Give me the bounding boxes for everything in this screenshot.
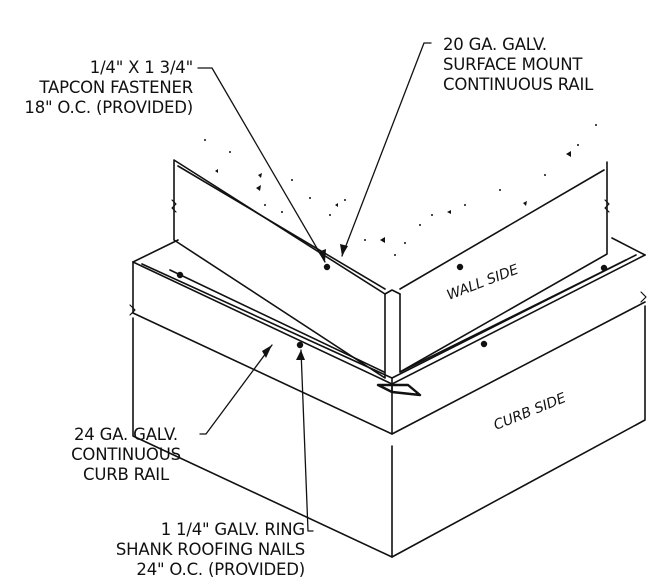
curb-side-label: CURB SIDE <box>492 390 569 434</box>
tapcon-line-1: 1/4" X 1 3/4" <box>89 58 193 77</box>
nails-leader <box>300 349 314 532</box>
curb-rail-leader <box>199 344 273 435</box>
nails-callout: 1 1/4" GALV. RING SHANK ROOFING NAILS 24… <box>116 520 305 580</box>
nails-line-1: 1 1/4" GALV. RING <box>160 520 305 539</box>
tapcon-line-2: TAPCON FASTENER <box>39 78 193 97</box>
nails-line-3: 24" O.C. (PROVIDED) <box>136 560 305 579</box>
leader-lines <box>197 42 432 532</box>
surface-rail-line-3: CONTINUOUS RAIL <box>443 75 594 94</box>
break-lines <box>129 199 647 316</box>
curb-rail <box>141 254 637 397</box>
tapcon-leader <box>197 67 326 263</box>
tapcon-fastener-callout: 1/4" X 1 3/4" TAPCON FASTENER 18" O.C. (… <box>24 58 193 118</box>
surface-rail-line-2: SURFACE MOUNT <box>443 55 583 74</box>
tapcon-line-3: 18" O.C. (PROVIDED) <box>24 98 193 117</box>
curb-rail-callout: 24 GA. GALV. CONTINUOUS CURB RAIL <box>46 425 206 485</box>
curb-rail-line-2: CONTINUOUS <box>71 445 181 464</box>
curb-block-lower <box>132 305 646 558</box>
curb-rail-line-3: CURB RAIL <box>83 465 169 484</box>
surface-rail-callout: 20 GA. GALV. SURFACE MOUNT CONTINUOUS RA… <box>443 35 593 95</box>
surface-rail-line-1: 20 GA. GALV. <box>443 35 547 54</box>
concrete-texture <box>204 124 597 256</box>
wall-side-label: WALL SIDE <box>445 262 521 304</box>
nails-line-2: SHANK ROOFING NAILS <box>115 540 305 559</box>
leader-arrowheads <box>262 244 348 360</box>
surface-rail-leader <box>341 42 432 257</box>
fasteners <box>176 263 608 349</box>
curb-rail-line-1: 24 GA. GALV. <box>74 425 178 444</box>
curb-block-upper <box>132 237 646 435</box>
wall-panels <box>173 159 608 379</box>
